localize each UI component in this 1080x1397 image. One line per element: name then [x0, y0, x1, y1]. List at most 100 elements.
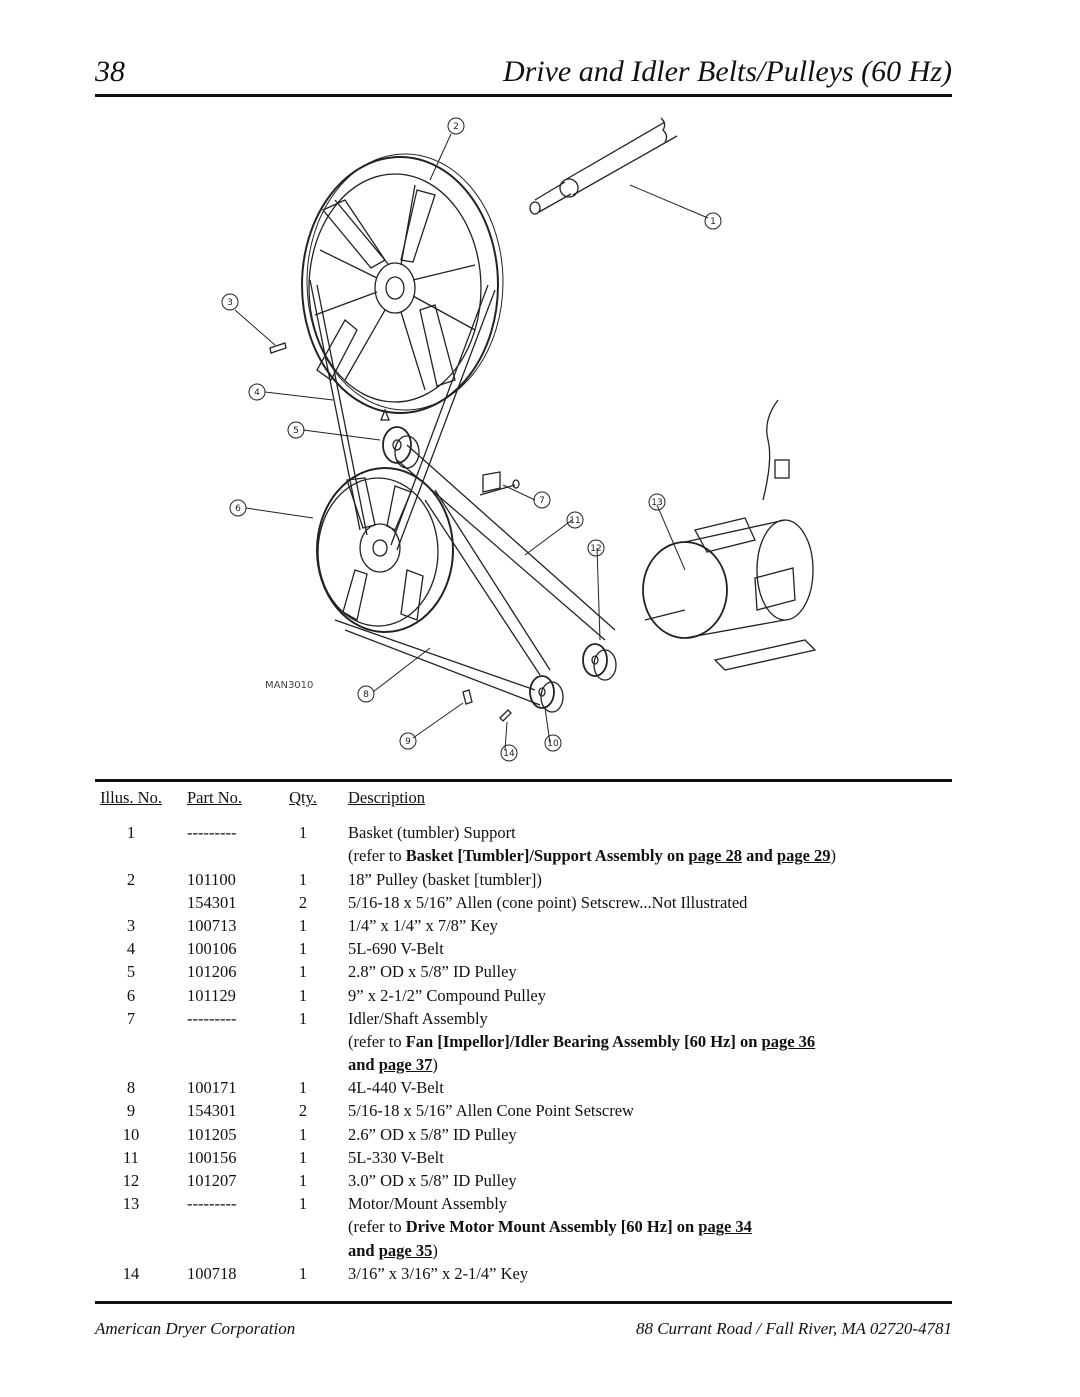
part-no: ---------: [187, 823, 237, 843]
footer-rule: [95, 1301, 952, 1304]
part-no: 154301: [187, 1101, 237, 1121]
parts-diagram: 2 1 3 4 5 6 7 8 9 10 11 12 13 14 MAN3010: [95, 100, 952, 775]
table-top-rule: [95, 779, 952, 782]
page-link[interactable]: page 37: [378, 1055, 433, 1075]
compound-pulley: [316, 467, 454, 633]
illus-no: 3: [126, 915, 136, 935]
callout-10: [544, 734, 562, 752]
callout-label-9: 9: [405, 737, 411, 747]
idler-shaft: [479, 471, 520, 496]
qty: 1: [298, 915, 308, 935]
basket-support-shaft: [529, 117, 678, 215]
callout-5: [287, 421, 305, 439]
setscrew-item-9: [462, 689, 473, 705]
part-no: 100171: [187, 1078, 237, 1098]
table-row-reference: and page 37): [95, 1053, 952, 1076]
reference-text: and page 37): [348, 1053, 952, 1076]
description: Basket (tumbler) Support: [348, 823, 516, 843]
qty: 1: [298, 1147, 308, 1167]
illus-no: 5: [126, 962, 136, 982]
table-row-reference: and page 35): [95, 1239, 952, 1262]
part-no: 100156: [187, 1147, 237, 1167]
qty: 1: [298, 939, 308, 959]
parts-table: Illus. No. Part No. Qty. Description 1 --…: [95, 786, 952, 1285]
qty: 1: [298, 1008, 308, 1028]
ref-title: Basket [Tumbler]/Support Assembly on: [405, 846, 689, 866]
callout-label-14: 14: [503, 749, 515, 759]
callout-label-4: 4: [254, 388, 260, 398]
page-link[interactable]: page 29: [776, 846, 831, 866]
illus-no: 12: [122, 1171, 140, 1190]
reference-text: and page 35): [348, 1239, 952, 1262]
part-no: 101100: [187, 869, 236, 889]
callout-2: [447, 117, 465, 135]
illus-no: 8: [126, 1078, 136, 1098]
key-item-3: [269, 342, 287, 354]
reference-text: (refer to Drive Motor Mount Assembly [60…: [348, 1215, 952, 1238]
ref-title: Fan [Impellor]/Idler Bearing Assembly [6…: [405, 1031, 762, 1051]
page-link[interactable]: page 36: [761, 1031, 816, 1051]
callout-6: [229, 499, 247, 517]
description: Idler/Shaft Assembly: [348, 1008, 488, 1028]
key-item-14: [499, 709, 512, 722]
pulley-item-12: [582, 643, 617, 681]
company-name: American Dryer Corporation: [95, 1319, 296, 1338]
page-link[interactable]: page 28: [688, 846, 743, 866]
callout-label-3: 3: [227, 298, 233, 308]
leader-lines: [234, 133, 709, 751]
callout-label-7: 7: [539, 496, 545, 506]
callout-label-1: 1: [710, 217, 716, 227]
callout-label-12: 12: [590, 544, 601, 554]
ref-suffix: ): [432, 1055, 438, 1075]
callout-label-5: 5: [293, 426, 299, 436]
qty: 1: [298, 1194, 308, 1214]
page-link[interactable]: page 34: [698, 1217, 752, 1237]
illus-no: 13: [122, 1194, 140, 1214]
header-part: Part No.: [187, 788, 242, 807]
illus-no: 7: [126, 1008, 136, 1028]
description: 9” x 2-1/2” Compound Pulley: [348, 985, 546, 1005]
part-no: 101206: [187, 962, 237, 982]
ref-title: and: [348, 1240, 379, 1260]
callout-3: [221, 293, 239, 311]
description: 3/16” x 3/16” x 2-1/4” Key: [348, 1263, 529, 1283]
qty: 2: [298, 892, 308, 912]
part-no: ---------: [187, 1008, 237, 1028]
callout-4: [248, 383, 266, 401]
ref-suffix: ): [830, 846, 837, 866]
illus-no: 4: [126, 939, 136, 959]
callout-12: [587, 539, 605, 557]
part-no: ---------: [187, 1194, 237, 1214]
header-rule: [95, 94, 952, 97]
table-body: 1 --------- 1 Basket (tumbler) Support (refe…: [95, 821, 952, 1285]
header-qty: Qty.: [289, 788, 317, 807]
pulley-item-10: [529, 675, 564, 713]
qty: 1: [298, 869, 308, 889]
header-illus: Illus. No.: [100, 788, 162, 807]
description: 2.8” OD x 5/8” ID Pulley: [348, 962, 517, 982]
description: 2.6” OD x 5/8” ID Pulley: [348, 1124, 517, 1144]
small-pulley-item-5: [380, 408, 420, 469]
callout-14: [500, 744, 518, 762]
part-no: 100106: [187, 939, 237, 959]
qty: 1: [298, 985, 308, 1005]
ref-suffix: ): [432, 1240, 438, 1260]
header-desc: Description: [348, 788, 425, 807]
description: 5/16-18 x 5/16” Allen Cone Point Setscre…: [348, 1101, 634, 1121]
illus-no: 10: [122, 1124, 140, 1144]
callout-label-2: 2: [453, 122, 459, 132]
reference-text: (refer to Fan [Impellor]/Idler Bearing A…: [348, 1030, 952, 1053]
page-link[interactable]: page 35: [378, 1240, 433, 1260]
large-pulley: [301, 153, 504, 414]
callout-balloons: [221, 117, 722, 762]
illus-no: 14: [122, 1263, 140, 1283]
illus-no: 2: [126, 869, 136, 889]
